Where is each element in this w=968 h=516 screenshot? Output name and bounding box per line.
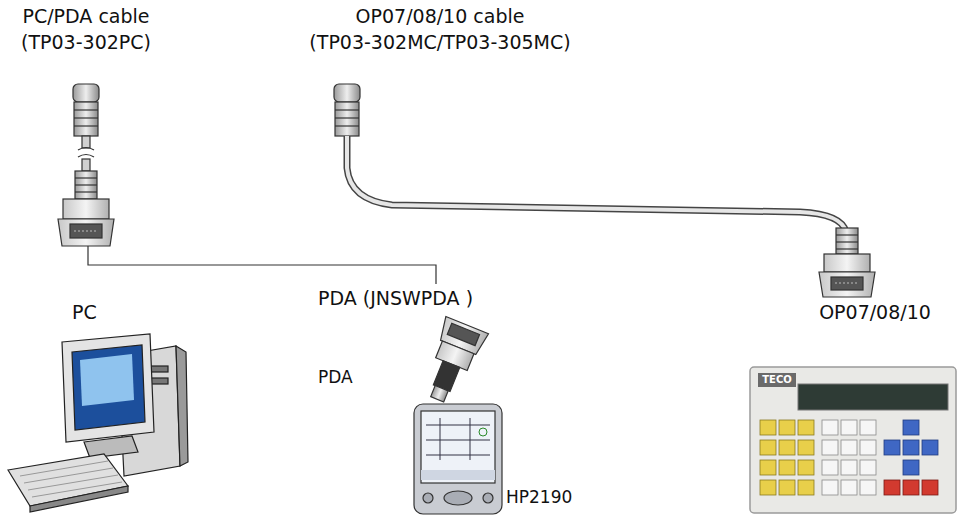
pda-adapter xyxy=(416,317,489,408)
pc-illustration xyxy=(8,334,188,512)
pda-illustration xyxy=(414,404,502,514)
db9-connector xyxy=(58,171,114,246)
device-name: OP07/08/10 xyxy=(790,302,960,324)
device-name: PDA xyxy=(318,368,398,388)
mini-din-plug xyxy=(73,84,99,171)
cable xyxy=(347,136,846,232)
model-name: HP2190 xyxy=(506,488,606,508)
mini-din-plug xyxy=(334,84,360,136)
part-number: (TP03-302PC) xyxy=(0,32,172,54)
cable-name: PC/PDA cable xyxy=(0,6,172,28)
wire xyxy=(88,246,436,284)
device-name: PDA (JNSWPDA ) xyxy=(318,288,518,310)
device-name: PC xyxy=(72,302,132,324)
part-number: (TP03-302MC/TP03-305MC) xyxy=(290,32,590,54)
db9-connector xyxy=(819,228,875,297)
cable-name: OP07/08/10 cable xyxy=(290,6,590,28)
operator-panel xyxy=(750,367,956,513)
brand-logo: TECO xyxy=(758,373,796,387)
